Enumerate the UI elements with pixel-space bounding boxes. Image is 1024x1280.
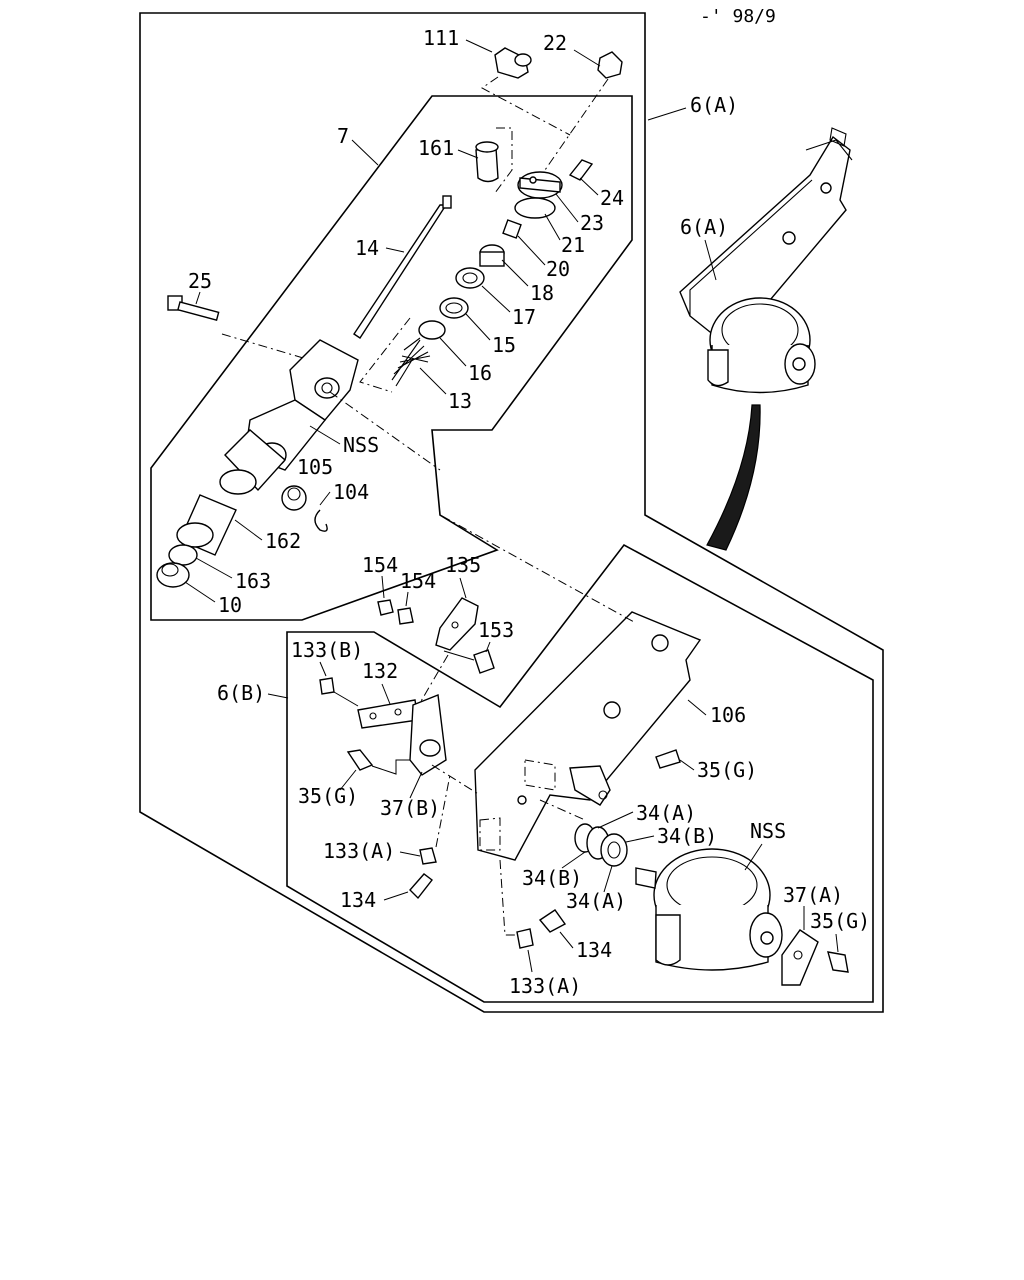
label-6a-top: 6(A) bbox=[690, 93, 738, 117]
bracket-small bbox=[569, 765, 611, 806]
label-134-right: 134 bbox=[576, 938, 612, 962]
label-37a: 37(A) bbox=[783, 883, 843, 907]
label-111: 111 bbox=[423, 26, 459, 50]
label-14: 14 bbox=[355, 236, 379, 260]
label-133a-lower: 133(A) bbox=[509, 974, 581, 998]
label-16: 16 bbox=[468, 361, 492, 385]
label-34b-lower: 34(B) bbox=[522, 866, 582, 890]
label-23: 23 bbox=[580, 211, 604, 235]
bolt-134-left bbox=[409, 873, 433, 900]
wheel-cylinder-nss bbox=[635, 848, 783, 971]
bolt-35g-left bbox=[346, 749, 374, 771]
label-133a-upper: 133(A) bbox=[323, 839, 395, 863]
label-21: 21 bbox=[561, 233, 585, 257]
nut-133a-lower bbox=[516, 928, 534, 949]
label-25: 25 bbox=[188, 269, 212, 293]
revision-label: -' 98/9 bbox=[700, 6, 776, 27]
bolt-153 bbox=[473, 649, 495, 674]
pushrod-14 bbox=[353, 195, 452, 339]
valve-105 bbox=[281, 485, 307, 511]
bolt-35g-lower bbox=[827, 951, 849, 973]
nuts-154 bbox=[377, 599, 414, 625]
label-133b: 133(B) bbox=[291, 638, 363, 662]
bracket-135 bbox=[435, 597, 479, 651]
label-17: 17 bbox=[512, 305, 536, 329]
label-105: 105 bbox=[297, 455, 333, 479]
ring-15 bbox=[439, 297, 469, 319]
label-104: 104 bbox=[333, 480, 369, 504]
label-37b: 37(B) bbox=[380, 796, 440, 820]
bracket-106 bbox=[474, 611, 702, 861]
gasket-37a bbox=[781, 929, 819, 986]
label-7: 7 bbox=[337, 124, 349, 148]
cover-23 bbox=[517, 171, 563, 199]
clip-104 bbox=[314, 509, 328, 532]
nut-133b bbox=[319, 677, 335, 695]
label-6b: 6(B) bbox=[217, 681, 265, 705]
label-134-left: 134 bbox=[340, 888, 376, 912]
group-6b-outline bbox=[286, 543, 874, 1003]
label-18: 18 bbox=[530, 281, 554, 305]
label-nss-lower: NSS bbox=[750, 819, 786, 843]
bolt-134-right bbox=[538, 909, 567, 933]
label-24: 24 bbox=[600, 186, 624, 210]
label-162: 162 bbox=[265, 529, 301, 553]
label-135: 135 bbox=[445, 553, 481, 577]
label-nss-upper: NSS bbox=[343, 433, 379, 457]
plate-132 bbox=[357, 699, 419, 729]
label-161: 161 bbox=[418, 136, 454, 160]
washer-16 bbox=[418, 320, 446, 340]
label-106: 106 bbox=[710, 703, 746, 727]
label-20: 20 bbox=[546, 257, 570, 281]
master-cylinder-body bbox=[176, 339, 359, 556]
screw-24 bbox=[568, 159, 594, 181]
piston-18 bbox=[479, 244, 505, 267]
assembly-6a-illustration bbox=[679, 127, 853, 551]
label-34b-upper: 34(B) bbox=[657, 824, 717, 848]
nut-133a-upper bbox=[419, 847, 437, 865]
label-163: 163 bbox=[235, 569, 271, 593]
label-34a-lower: 34(A) bbox=[566, 889, 626, 913]
label-35g-lower: 35(G) bbox=[810, 909, 870, 933]
group-7-outline bbox=[150, 95, 633, 621]
label-153: 153 bbox=[478, 618, 514, 642]
bolt-35g-right bbox=[655, 749, 681, 769]
gasket-37b bbox=[409, 694, 447, 776]
oring-21 bbox=[514, 197, 556, 219]
label-154a: 154 bbox=[362, 553, 398, 577]
washer-163 bbox=[168, 544, 198, 566]
label-10: 10 bbox=[218, 593, 242, 617]
label-34a-upper: 34(A) bbox=[636, 801, 696, 825]
bolt-25 bbox=[167, 295, 220, 321]
cap-161 bbox=[475, 141, 499, 183]
label-22: 22 bbox=[543, 31, 567, 55]
label-13: 13 bbox=[448, 389, 472, 413]
outer-group-outline bbox=[139, 12, 884, 1013]
label-132: 132 bbox=[362, 659, 398, 683]
spring-13 bbox=[391, 337, 431, 387]
fitting-22 bbox=[597, 51, 623, 79]
nut-20 bbox=[502, 219, 522, 239]
label-154b: 154 bbox=[400, 569, 436, 593]
elbow-fitting-111 bbox=[494, 47, 532, 79]
label-6a-mid: 6(A) bbox=[680, 215, 728, 239]
seal-34a-34b bbox=[574, 823, 628, 867]
label-35g-right: 35(G) bbox=[697, 758, 757, 782]
seal-17 bbox=[455, 267, 485, 289]
label-15: 15 bbox=[492, 333, 516, 357]
label-35g-left: 35(G) bbox=[298, 784, 358, 808]
cap-10 bbox=[156, 562, 190, 588]
